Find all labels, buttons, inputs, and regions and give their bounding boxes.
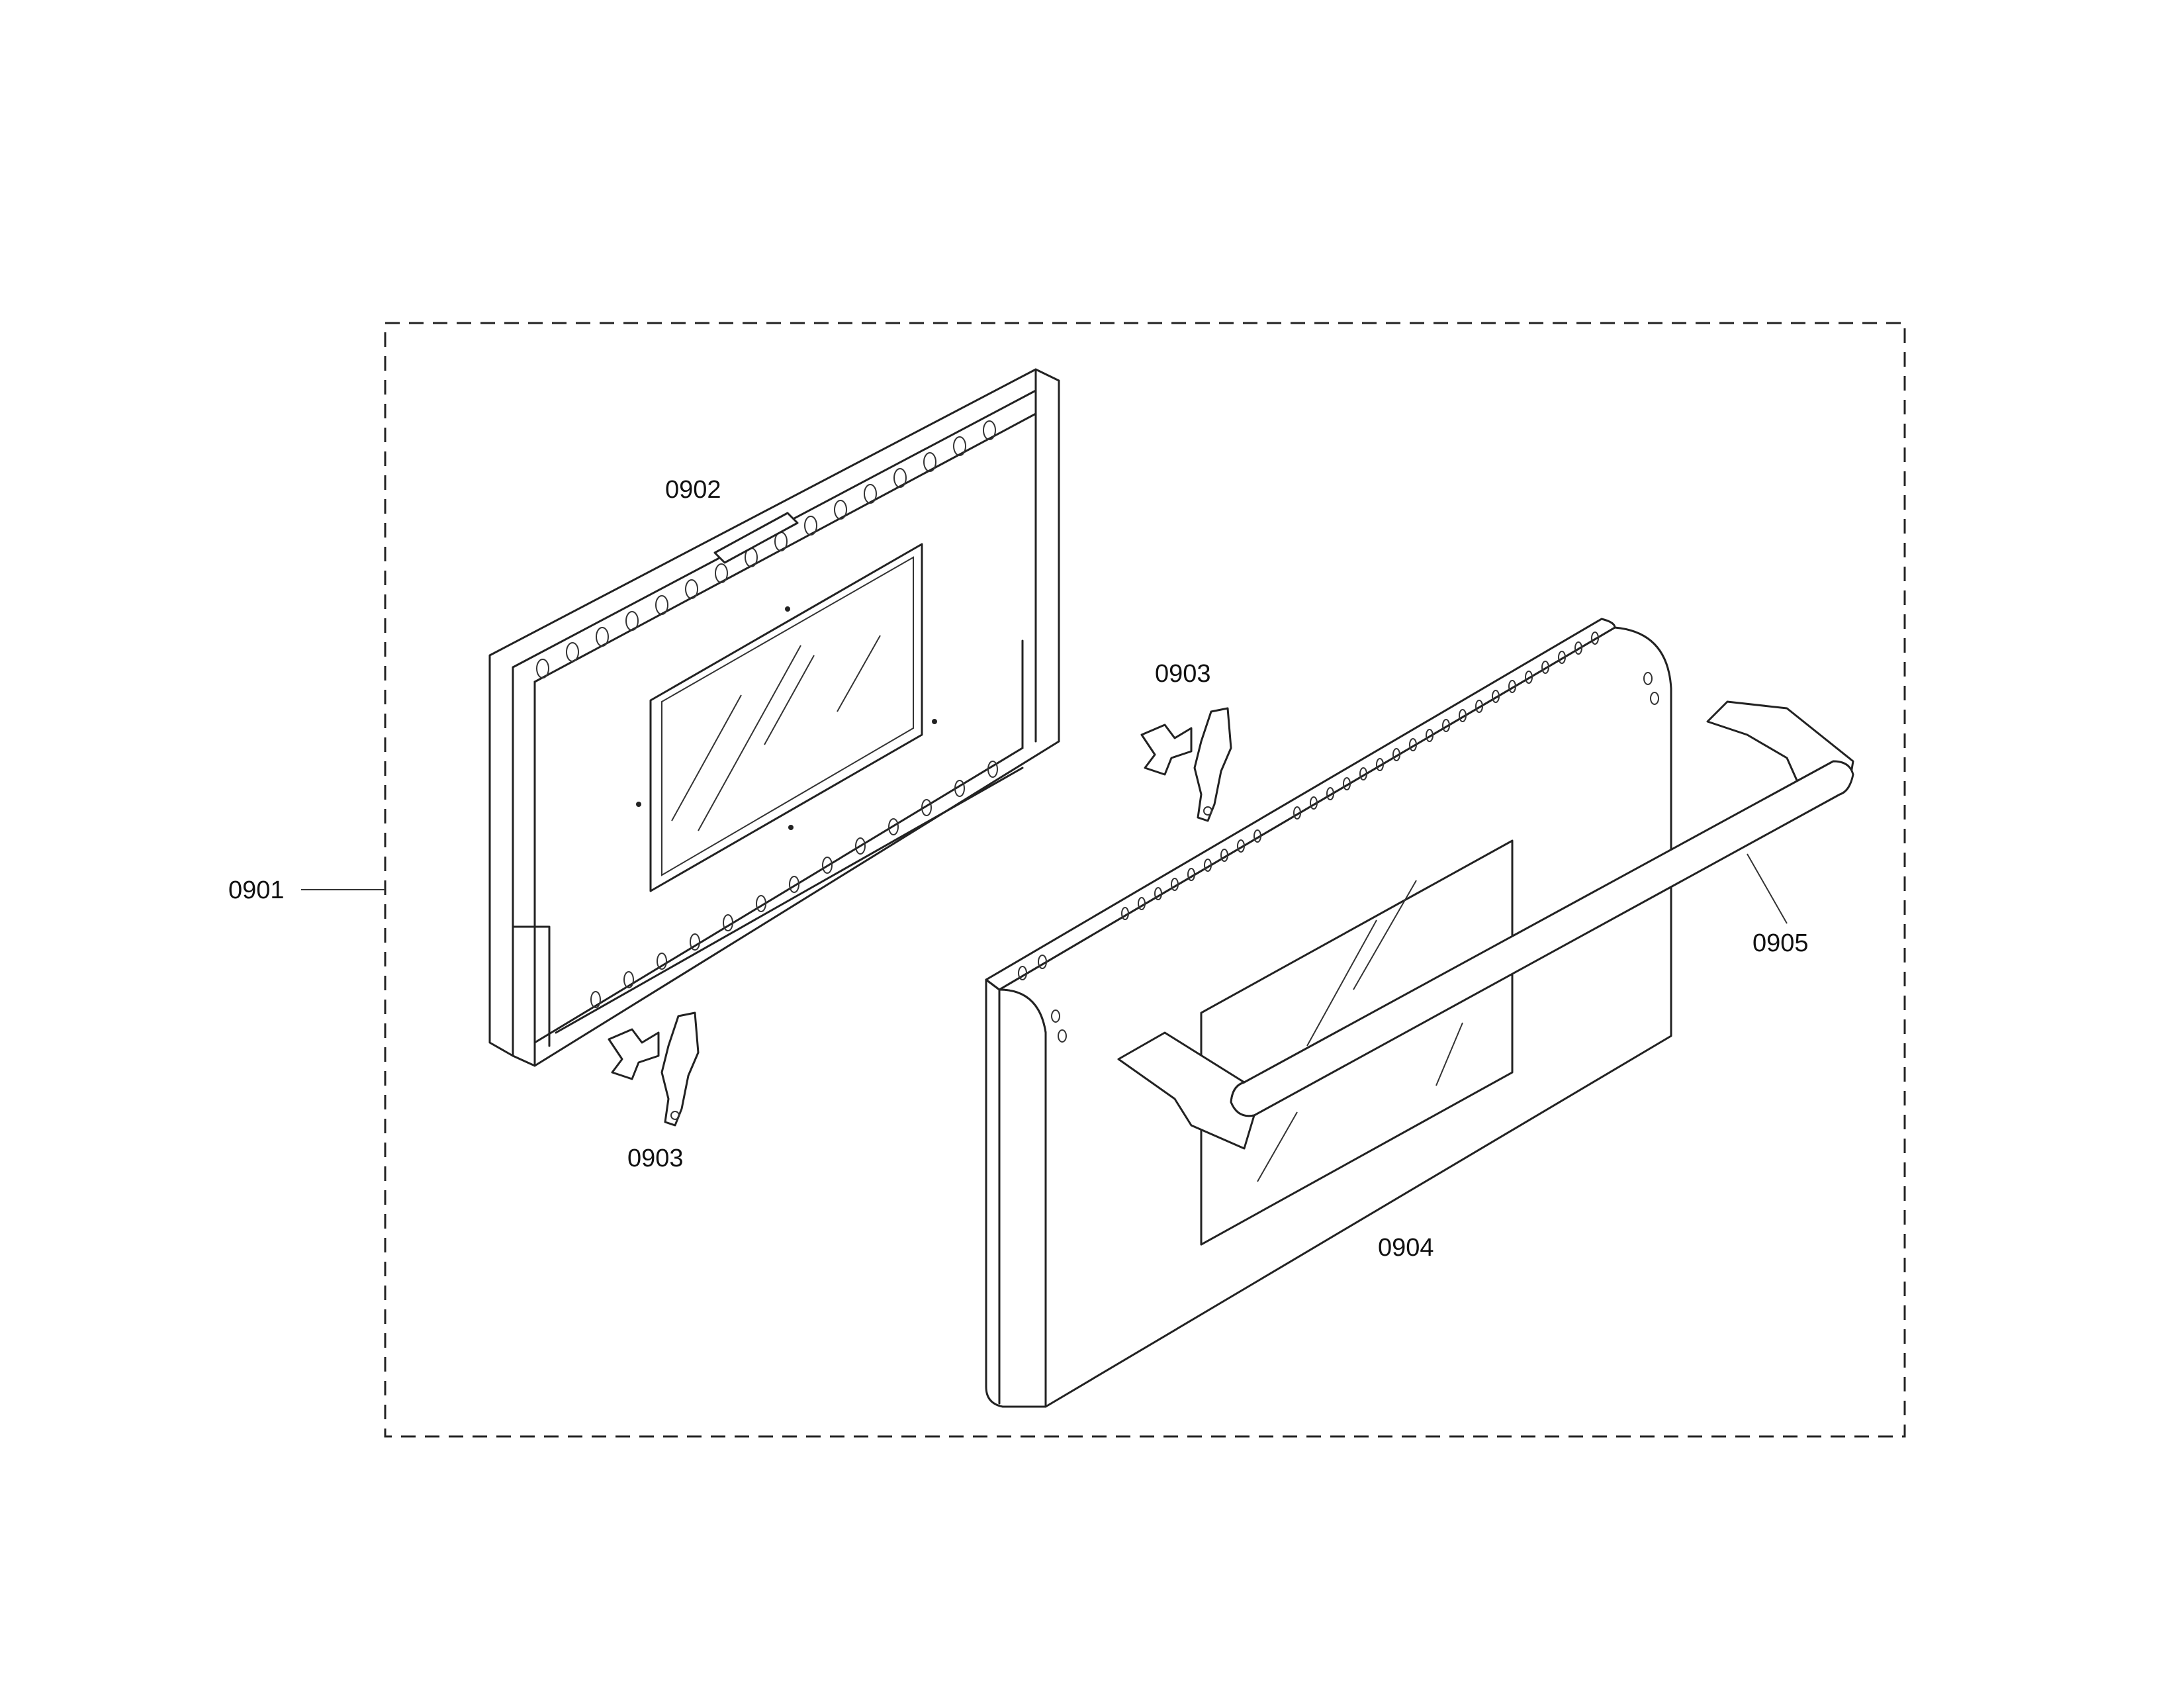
inner-door-frame [488, 368, 1060, 1067]
hinge-lower [608, 1011, 700, 1127]
callout-0904: 0904 [1378, 1234, 1434, 1262]
callout-0901: 0901 [228, 876, 285, 904]
callout-0905: 0905 [1752, 929, 1809, 957]
assembly-boundary [384, 322, 1906, 1438]
callout-0902: 0902 [665, 476, 721, 504]
callout-0903-lower: 0903 [627, 1145, 684, 1172]
callout-0903-upper: 0903 [1155, 660, 1211, 688]
leader-0905 [1747, 853, 1788, 924]
outer-door-panel [985, 618, 1672, 1408]
hinge-upper [1140, 707, 1232, 822]
door-handle [1117, 700, 1854, 1150]
